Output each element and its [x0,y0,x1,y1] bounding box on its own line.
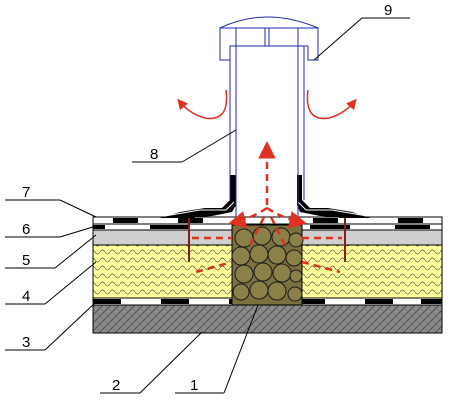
callout-6: 6 [22,221,30,238]
vent-cap [219,16,319,61]
vent-pipe [229,46,305,218]
callout-9: 9 [384,2,392,19]
base-slab-layer [92,304,443,334]
vent-exhaust-arrows [177,89,357,120]
vent-flange [160,175,236,218]
gravel-stones [231,226,304,302]
vent-flange-right [297,175,370,218]
top-membrane-layer [92,216,443,225]
callout-4: 4 [22,288,30,305]
air-flow-arrows [192,141,342,274]
callout-5: 5 [22,252,30,269]
callout-1: 1 [190,377,198,394]
leader-lines [5,17,410,394]
waterproof-dashes [93,225,430,229]
callout-7: 7 [22,184,30,201]
anchor-bolts [188,218,346,262]
callout-8: 8 [150,146,158,163]
callout-3: 3 [22,334,30,351]
top-membrane-dashes [113,218,423,223]
callout-2: 2 [112,377,120,394]
